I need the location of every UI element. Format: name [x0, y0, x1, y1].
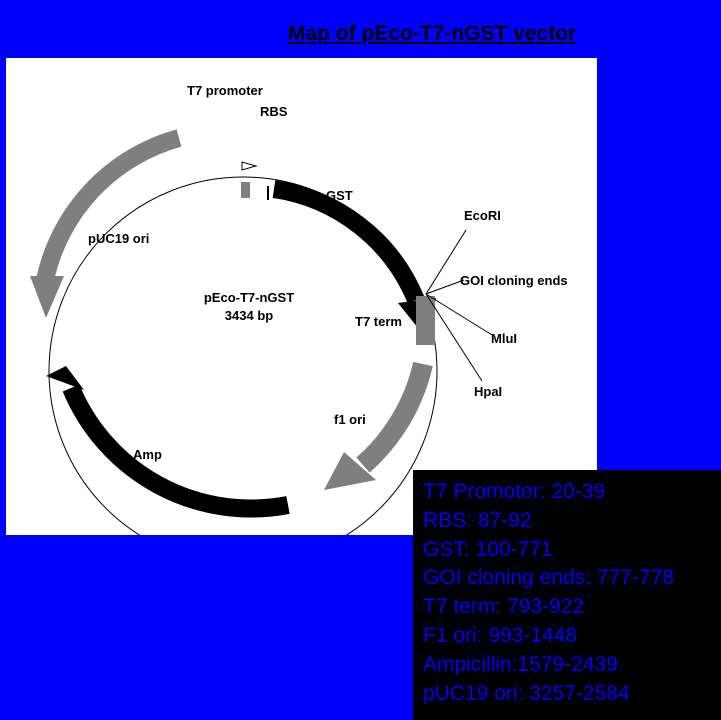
mlui-callout	[425, 293, 493, 336]
ecori-label: EcoRI	[464, 208, 501, 223]
hpai-label: HpaI	[474, 384, 502, 399]
gst-feature	[272, 180, 425, 304]
amp-feature	[62, 384, 290, 518]
feature-legend: T7 Promoter: 20-39 RBS: 87-92 GST: 100-7…	[413, 470, 721, 720]
ecori-callout	[425, 229, 467, 295]
t7-term-label: T7 term	[355, 314, 402, 329]
legend-item: RBS: 87-92	[423, 508, 532, 532]
mlui-label: MluI	[491, 331, 517, 346]
page-title: Map of pEco-T7-nGST vector	[288, 22, 577, 45]
plasmid-map: T7 promoter RBS GST EcoRI GOI cloning en…	[30, 83, 568, 535]
rbs-marker-icon	[241, 161, 258, 171]
t7-term-feature	[416, 296, 435, 345]
plasmid-backbone	[48, 176, 438, 535]
puc19-ori-label: pUC19 ori	[88, 231, 149, 246]
legend-item: Ampicillin:1579-2439	[423, 652, 618, 676]
legend-list: T7 Promoter: 20-39 RBS: 87-92 GST: 100-7…	[413, 470, 721, 708]
amp-arrowhead	[46, 366, 84, 390]
plasmid-map-panel: T7 promoter RBS GST EcoRI GOI cloning en…	[6, 58, 597, 535]
f1-ori-label: f1 ori	[334, 412, 366, 427]
t7-promoter-label: T7 promoter	[187, 83, 263, 98]
goi-callout	[425, 279, 465, 295]
puc19-ori-arrowhead	[30, 276, 64, 318]
legend-item: T7 Promoter: 20-39	[423, 480, 606, 503]
puc19-ori-feature	[36, 129, 182, 282]
goi-cloning-ends-label: GOI cloning ends	[460, 273, 568, 288]
rbs-label: RBS	[260, 104, 288, 119]
legend-item: T7 term: 793-922	[423, 595, 585, 619]
site-callouts	[425, 229, 493, 382]
f1-ori-feature	[356, 361, 433, 473]
amp-label: Amp	[133, 447, 162, 462]
hpai-callout	[425, 293, 483, 382]
legend-item: GST: 100-771	[423, 537, 553, 561]
legend-item: F1 ori: 993-1448	[423, 623, 578, 647]
gst-label: GST	[326, 188, 353, 203]
legend-item: pUC19 ori: 3257-2584	[423, 681, 630, 705]
plasmid-name: pEco-T7-nGST	[204, 290, 294, 305]
f1-ori-arrowhead	[324, 452, 376, 490]
t7-promoter-feature	[241, 182, 250, 198]
plasmid-size: 3434 bp	[225, 308, 273, 323]
legend-item: GOI cloning ends: 777-778	[423, 566, 674, 590]
